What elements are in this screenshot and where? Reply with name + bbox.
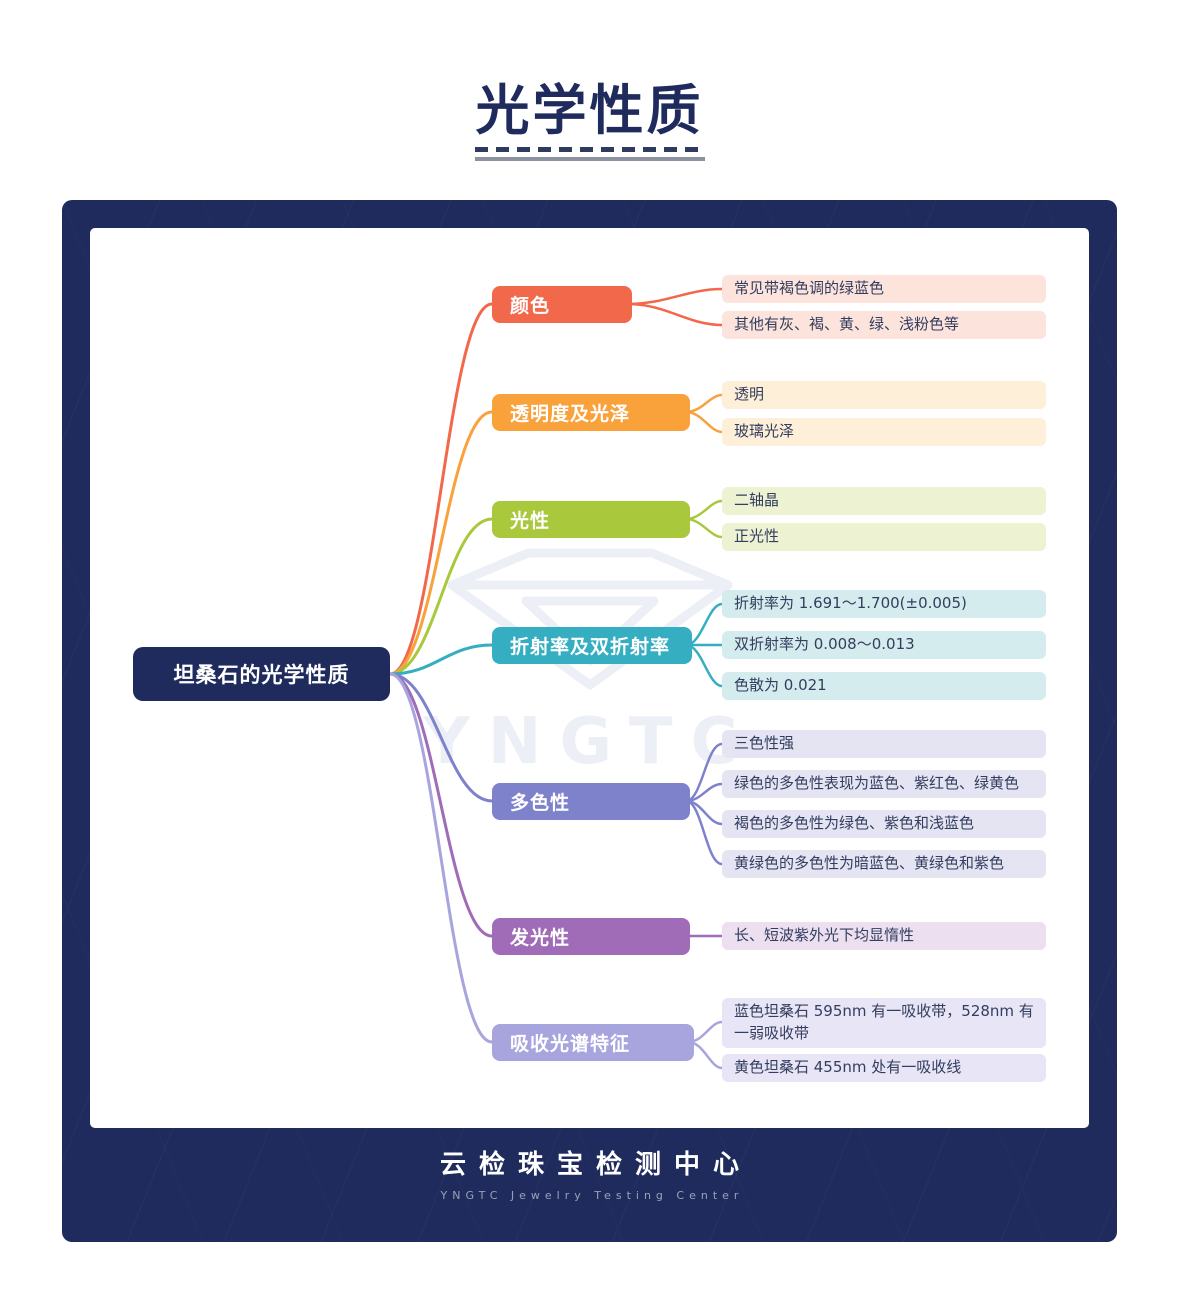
branch-node-refractive-index: 折射率及双折射率 xyxy=(492,627,692,664)
mindmap-canvas: YNGTC xyxy=(90,228,1089,1128)
leaf-node: 玻璃光泽 xyxy=(722,418,1046,446)
leaf-node: 绿色的多色性表现为蓝色、紫红色、绿黄色 xyxy=(722,770,1046,798)
page-title: 光学性质 xyxy=(475,79,704,142)
leaf-node: 色散为 0.021 xyxy=(722,672,1046,700)
leaf-node: 常见带褐色调的绿蓝色 xyxy=(722,275,1046,303)
connector-group-luminescence xyxy=(388,672,724,938)
leaf-node: 长、短波紫外光下均显惰性 xyxy=(722,922,1046,950)
leaf-node: 二轴晶 xyxy=(722,487,1046,515)
branch-node-optic-character: 光性 xyxy=(492,501,690,538)
leaf-node: 折射率为 1.691～1.700(±0.005) xyxy=(722,590,1046,618)
leaf-node: 正光性 xyxy=(722,523,1046,551)
mindmap-frame: YNGTC xyxy=(62,200,1117,1242)
watermark: YNGTC xyxy=(410,543,770,779)
leaf-node: 三色性强 xyxy=(722,730,1046,758)
branch-node-luminescence: 发光性 xyxy=(492,918,690,955)
connector-group-pleochroism xyxy=(388,672,724,866)
leaf-node: 褐色的多色性为绿色、紫色和浅蓝色 xyxy=(722,810,1046,838)
watermark-text: YNGTC xyxy=(423,705,756,779)
footer: 云检珠宝检测中心 YNGTC Jewelry Testing Center xyxy=(90,1144,1089,1202)
branch-node-absorption-spectrum: 吸收光谱特征 xyxy=(492,1024,694,1061)
leaf-node: 其他有灰、褐、黄、绿、浅粉色等 xyxy=(722,311,1046,339)
footer-title: 云检珠宝检测中心 xyxy=(439,1150,752,1180)
dashed-line xyxy=(474,147,705,152)
branch-node-pleochroism: 多色性 xyxy=(492,783,690,820)
branch-node-transparency-luster: 透明度及光泽 xyxy=(492,394,690,431)
leaf-node: 黄绿色的多色性为暗蓝色、黄绿色和紫色 xyxy=(722,850,1046,878)
branch-node-color: 颜色 xyxy=(492,286,632,323)
leaf-node: 透明 xyxy=(722,381,1046,409)
leaf-node: 蓝色坦桑石 595nm 有一吸收带，528nm 有一弱吸收带 xyxy=(722,998,1046,1048)
footer-subtitle: YNGTC Jewelry Testing Center xyxy=(440,1189,744,1202)
connector-group-color xyxy=(388,287,724,676)
root-node: 坦桑石的光学性质 xyxy=(133,647,390,701)
leaf-node: 黄色坦桑石 455nm 处有一吸收线 xyxy=(722,1054,1046,1082)
solid-line xyxy=(474,157,705,161)
title-underline xyxy=(474,147,705,161)
leaf-node: 双折射率为 0.008～0.013 xyxy=(722,631,1046,659)
